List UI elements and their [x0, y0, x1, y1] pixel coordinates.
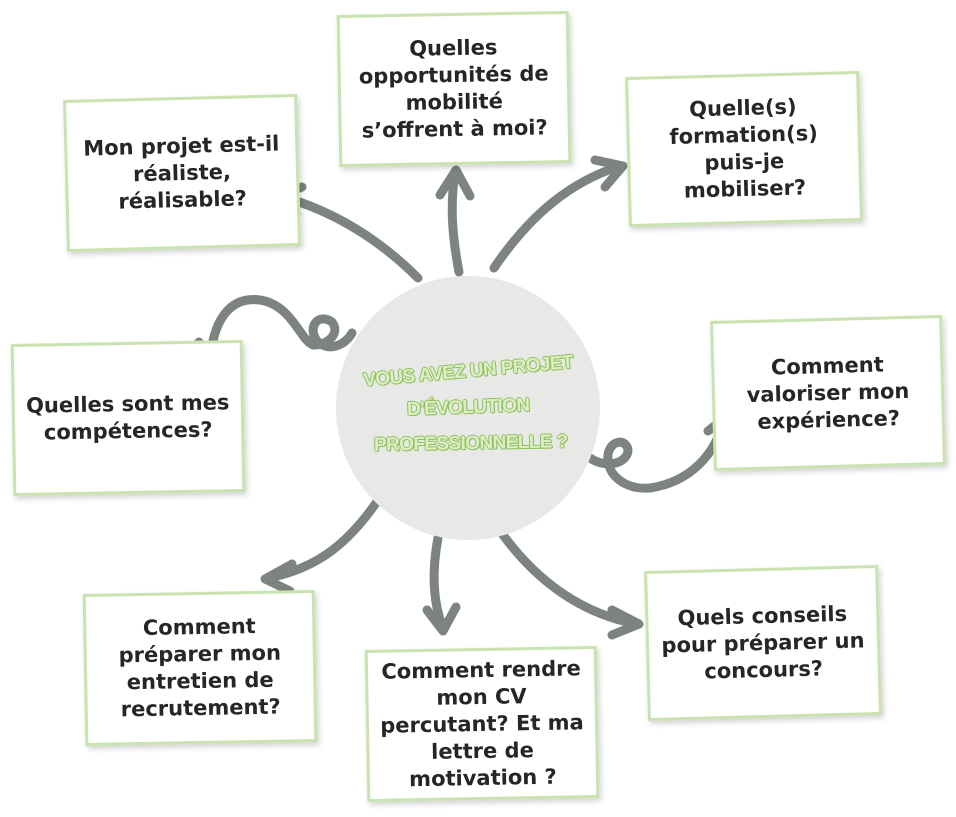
card-competences: Quelles sont mes compétences?: [10, 339, 246, 497]
card-competences-text: Quelles sont mes compétences?: [25, 390, 230, 445]
card-entretien: Comment préparer mon entretien de recrut…: [82, 589, 318, 747]
arrow-to-entretien: [260, 498, 381, 596]
card-concours: Quels conseils pour préparer un concours…: [644, 564, 882, 722]
card-mobilite-text: Quelles opportunités de mobilité s’offre…: [358, 35, 549, 143]
card-experience: Comment valoriser mon expérience?: [710, 314, 946, 472]
card-experience-text: Comment valoriser mon expérience?: [746, 352, 910, 434]
center-title-line-3: PROFESSIONNELLE ?: [374, 431, 568, 456]
arrow-to-formation: [489, 155, 628, 273]
card-formation-text: Quelle(s) formation(s) puis-je mobiliser…: [669, 94, 819, 203]
arrow-to-cv: [422, 533, 461, 636]
card-cv-text: Comment rendre mon CV percutant? Et ma l…: [380, 655, 584, 791]
card-realiste-text: Mon projet est-il réaliste, réalisable?: [82, 130, 280, 214]
card-entretien-text: Comment préparer mon entretien de recrut…: [118, 614, 282, 722]
card-cv: Comment rendre mon CV percutant? Et ma l…: [364, 645, 600, 803]
card-mobilite: Quelles opportunités de mobilité s’offre…: [336, 10, 572, 168]
center-title-line-2: D'ÉVOLUTION: [406, 394, 530, 421]
arrow-to-realiste: [276, 182, 423, 283]
central-question-circle: VOUS AVEZ UN PROJET D'ÉVOLUTION PROFESSI…: [336, 276, 600, 540]
arrow-to-mobilite: [435, 165, 475, 277]
card-realiste: Mon projet est-il réaliste, réalisable?: [63, 93, 301, 253]
card-formation: Quelle(s) formation(s) puis-je mobiliser…: [625, 70, 863, 228]
card-concours-text: Quels conseils pour préparer un concours…: [661, 601, 865, 684]
arrow-to-concours: [498, 530, 644, 640]
